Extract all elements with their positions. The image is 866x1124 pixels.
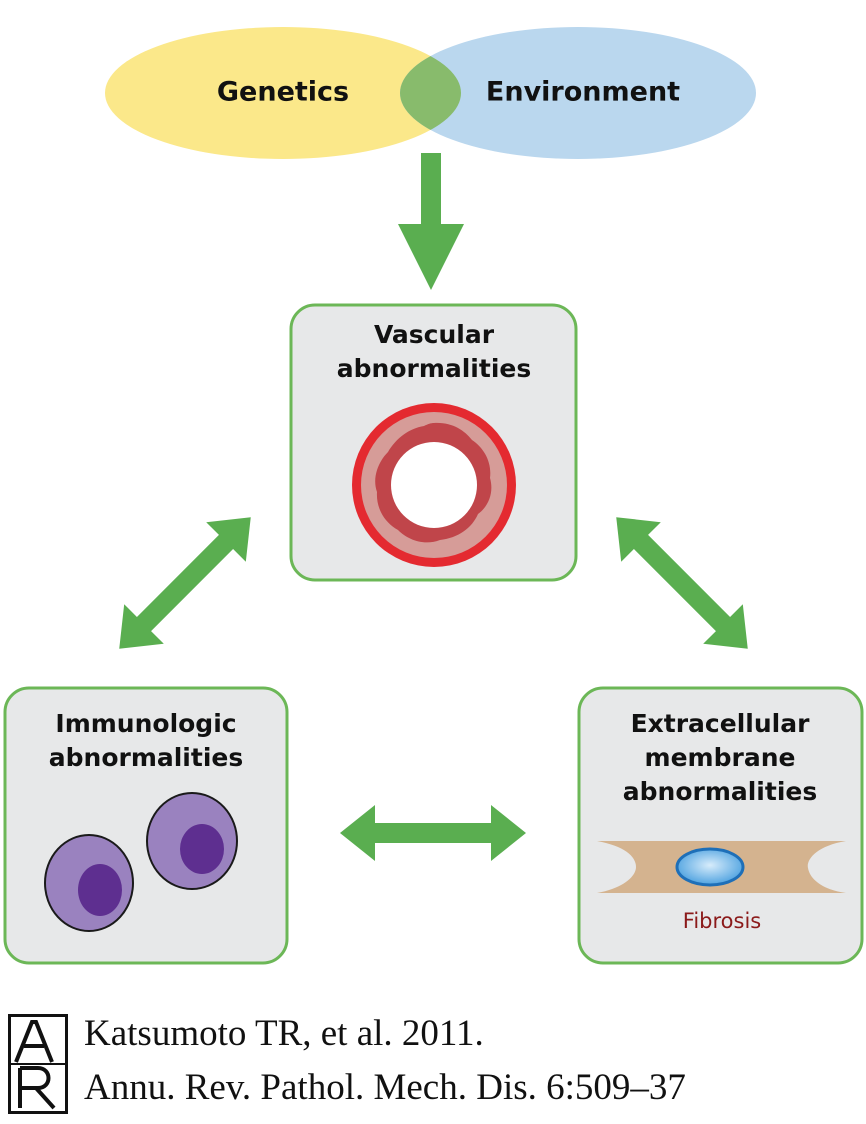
double-arrow [340,805,526,861]
vascular-panel: Vascular abnormalities [289,303,578,582]
venn-diagram: Genetics Environment [105,27,756,159]
extracellular-title-line1: Extracellular [631,709,811,738]
genetics-circle [105,27,461,159]
extracellular-title-line2: membrane [645,743,796,772]
annual-reviews-logo [8,1014,68,1114]
extracellular-title-line3: abnormalities [623,777,817,806]
citation-line1: Katsumoto TR, et al. 2011. [84,1013,484,1054]
double-arrow [119,517,251,649]
vascular-title-line1: Vascular [374,320,495,349]
citation: Katsumoto TR, et al. 2011. Annu. Rev. Pa… [8,1010,858,1118]
immune-cell-icon [44,834,134,932]
fibroblast-icon [597,841,846,893]
genetics-label: Genetics [217,77,349,108]
fibrosis-label: Fibrosis [683,909,761,933]
environment-label: Environment [486,77,680,108]
down-arrow [398,153,464,290]
arrow-immunologic-extracellular [340,805,526,861]
diagram-canvas: Genetics Environment Vascular abnormalit… [3,27,864,965]
environment-circle [400,27,756,159]
extracellular-panel-box [577,686,864,965]
citation-line2: Annu. Rev. Pathol. Mech. Dis. 6:509–37 [84,1067,686,1108]
immunologic-title-line1: Immunologic [55,709,236,738]
blood-vessel-icon [352,403,516,567]
arrow-vascular-extracellular [616,517,748,649]
immunologic-title-line2: abnormalities [49,743,243,772]
vascular-title-line2: abnormalities [337,354,531,383]
immunologic-panel: Immunologic abnormalities [3,686,289,965]
arrow-vascular-immunologic [119,517,251,649]
extracellular-panel: Extracellular membrane abnormalities Fib… [577,686,864,965]
immune-cell-icon [146,792,238,890]
double-arrow [616,517,748,649]
